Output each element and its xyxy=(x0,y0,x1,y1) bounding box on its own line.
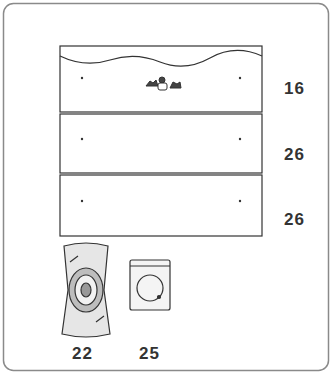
callout-number: 16 xyxy=(284,80,305,97)
parts-bag xyxy=(60,114,262,173)
parts-bag xyxy=(60,175,262,236)
tire-bag xyxy=(62,243,110,337)
callout-number: 26 xyxy=(284,146,305,163)
callout-number: 25 xyxy=(139,345,160,362)
callout-number: 22 xyxy=(72,345,93,362)
ring-bag xyxy=(130,260,170,310)
callout-number: 26 xyxy=(284,211,305,228)
parts-bag xyxy=(60,46,262,112)
panel-border xyxy=(4,4,329,371)
